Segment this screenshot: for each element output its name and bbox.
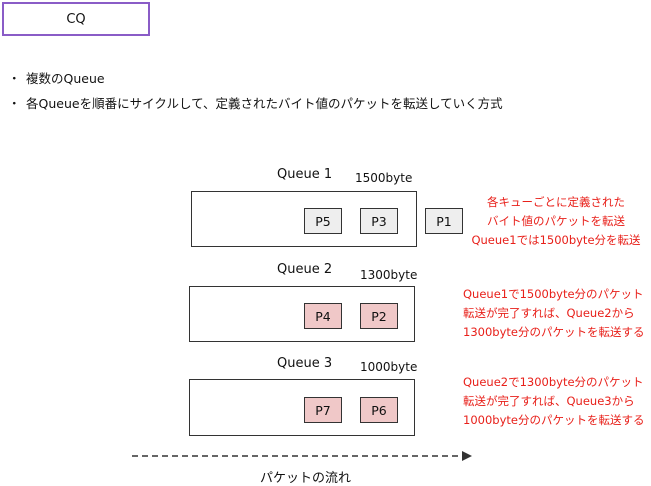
note-queue-3: Queue2で1300byte分のパケット 転送が完了すれば、Queue3から … bbox=[463, 373, 644, 430]
note-3-line-1: Queue2で1300byte分のパケット bbox=[463, 375, 644, 389]
queue-1-label: Queue 1 bbox=[277, 167, 333, 182]
queue-2-label: Queue 2 bbox=[277, 262, 333, 277]
bullet-2-marker: ・ bbox=[8, 96, 21, 111]
flow-arrow-head bbox=[462, 451, 472, 461]
note-1-line-1: 各キューごとに定義された bbox=[487, 195, 625, 209]
note-3-line-2: 転送が完了すれば、Queue3から bbox=[463, 394, 635, 408]
bullet-1-text: 複数のQueue bbox=[26, 71, 105, 86]
queue-1-packet-1: P5 bbox=[304, 208, 342, 234]
bullet-2-text: 各Queueを順番にサイクルして、定義されたバイト値のパケットを転送していく方式 bbox=[26, 96, 503, 111]
note-2-line-2: 転送が完了すれば、Queue2から bbox=[463, 306, 635, 320]
note-queue-2: Queue1で1500byte分のパケット 転送が完了すれば、Queue2から … bbox=[463, 285, 644, 342]
title-box: CQ bbox=[2, 2, 150, 36]
bullet-2: ・各Queueを順番にサイクルして、定義されたバイト値のパケットを転送していく方… bbox=[8, 93, 503, 112]
queue-3-packet-2: P6 bbox=[360, 397, 398, 423]
title-text: CQ bbox=[66, 11, 86, 27]
queue-1-bytes: 1500byte bbox=[355, 171, 413, 185]
queue-2-bytes: 1300byte bbox=[360, 268, 418, 282]
note-2-line-3: 1300byte分のパケットを転送する bbox=[463, 325, 645, 339]
bullet-1: ・複数のQueue bbox=[8, 68, 105, 87]
outgoing-packet: P1 bbox=[425, 208, 463, 234]
queue-1-packet-2: P3 bbox=[360, 208, 398, 234]
queue-3-bytes: 1000byte bbox=[360, 360, 418, 374]
bullet-1-marker: ・ bbox=[8, 71, 21, 86]
note-3-line-3: 1000byte分のパケットを転送する bbox=[463, 413, 645, 427]
note-queue-1: 各キューごとに定義された バイト値のパケットを転送 Queue1では1500by… bbox=[468, 193, 644, 250]
note-1-line-2: バイト値のパケットを転送 bbox=[487, 214, 625, 228]
queue-3-packet-1: P7 bbox=[304, 397, 342, 423]
queue-2-packet-1: P4 bbox=[304, 303, 342, 329]
note-1-line-3: Queue1では1500byte分を転送 bbox=[471, 233, 641, 247]
queue-2-packet-2: P2 bbox=[360, 303, 398, 329]
queue-3-label: Queue 3 bbox=[277, 356, 333, 371]
note-2-line-1: Queue1で1500byte分のパケット bbox=[463, 287, 644, 301]
queue-3-box bbox=[189, 379, 415, 436]
flow-caption: パケットの流れ bbox=[260, 471, 352, 486]
